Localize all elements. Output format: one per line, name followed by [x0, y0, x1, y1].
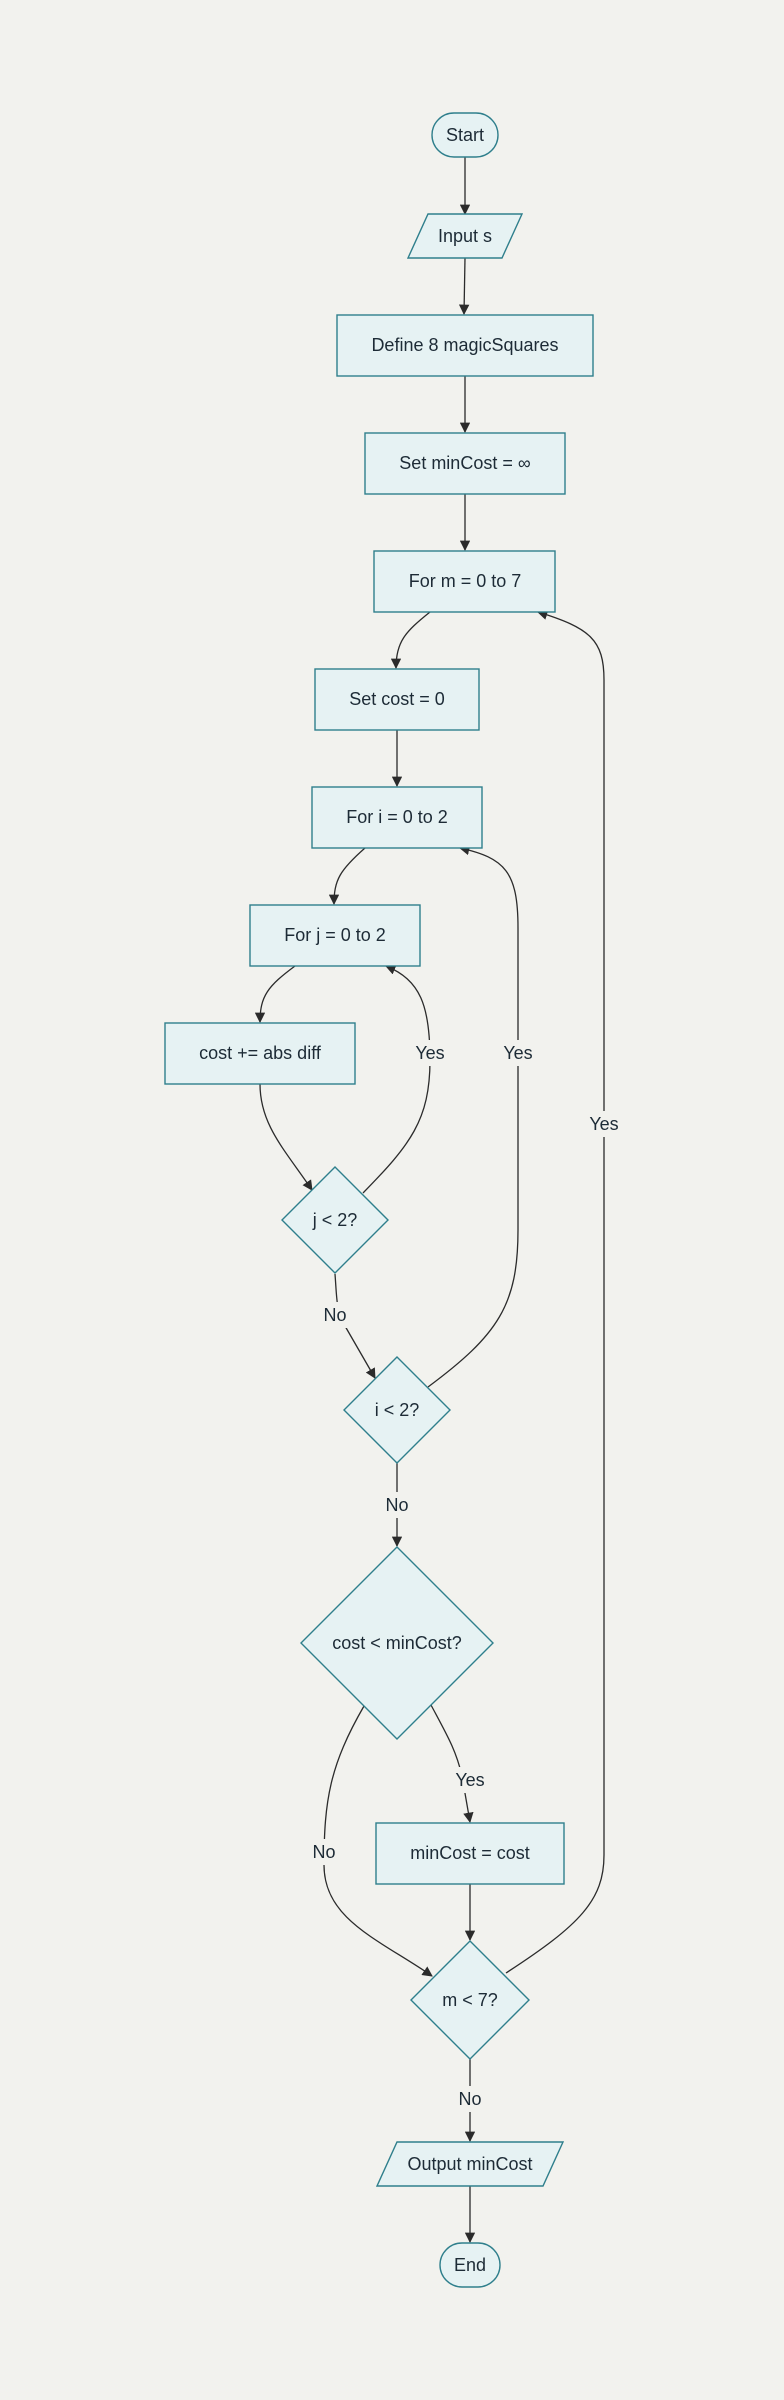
edge-costadd-jcheck — [259, 1083, 313, 1191]
for-i-node: For i = 0 to 2 — [311, 786, 483, 849]
j-check-decision: j < 2? — [281, 1166, 389, 1274]
start-terminal: Start — [431, 112, 499, 158]
nodes: Start Input s Define 8 magicSquares Set … — [164, 112, 594, 2288]
edge-label-m-no: No — [454, 2086, 486, 2112]
set-cost-node: Set cost = 0 — [314, 668, 480, 731]
edge-jcheck-forj-yes — [362, 964, 431, 1194]
for-j-label: For j = 0 to 2 — [284, 925, 386, 945]
edge-costcheck-minassign-yes — [430, 1704, 474, 1824]
set-mincost-label: Set minCost = ∞ — [399, 453, 531, 473]
edge-label-text: Yes — [503, 1043, 532, 1063]
input-label: Input s — [438, 226, 492, 246]
for-m-label: For m = 0 to 7 — [409, 571, 522, 591]
edge-label-text: Yes — [455, 1770, 484, 1790]
i-check-label: i < 2? — [375, 1400, 420, 1420]
start-label: Start — [446, 125, 484, 145]
edge-label-cost-yes: Yes — [450, 1767, 490, 1793]
j-check-label: j < 2? — [312, 1210, 358, 1230]
edge-costcheck-mcheck-no — [323, 1705, 433, 1977]
edge-label-text: No — [385, 1495, 408, 1515]
edge-label-text: No — [323, 1305, 346, 1325]
cost-add-label: cost += abs diff — [199, 1043, 322, 1063]
set-mincost-node: Set minCost = ∞ — [364, 432, 566, 495]
edge-labels: Yes Yes Yes No No Yes No No — [308, 1040, 624, 2112]
define-squares-label: Define 8 magicSquares — [371, 335, 558, 355]
input-node: Input s — [406, 213, 524, 259]
end-terminal: End — [439, 2242, 501, 2288]
for-i-label: For i = 0 to 2 — [346, 807, 448, 827]
edge-label-m-yes: Yes — [584, 1111, 624, 1137]
edge-label-text: Yes — [415, 1043, 444, 1063]
edge-label-j-no: No — [319, 1302, 351, 1328]
edge-label-i-yes: Yes — [498, 1040, 538, 1066]
i-check-decision: i < 2? — [343, 1356, 451, 1464]
edge-label-text: No — [312, 1842, 335, 1862]
edge-label-j-yes: Yes — [410, 1040, 450, 1066]
edge-forj-costadd — [254, 965, 296, 1024]
output-label: Output minCost — [407, 2154, 532, 2174]
edge-label-text: Yes — [589, 1114, 618, 1134]
for-j-node: For j = 0 to 2 — [249, 904, 421, 967]
edge-form-setcost — [390, 611, 431, 670]
m-check-decision: m < 7? — [410, 1940, 530, 2060]
edge-mcheck-form-yes — [505, 609, 605, 1974]
cost-check-decision: cost < minCost? — [300, 1546, 494, 1740]
edge-label-i-no: No — [381, 1492, 413, 1518]
edge-icheck-fori-yes — [427, 844, 519, 1388]
cost-check-label: cost < minCost? — [332, 1633, 462, 1653]
m-check-label: m < 7? — [442, 1990, 498, 2010]
for-m-node: For m = 0 to 7 — [373, 550, 556, 613]
end-label: End — [454, 2255, 486, 2275]
define-squares-node: Define 8 magicSquares — [336, 314, 594, 377]
edge-fori-forj — [328, 847, 366, 906]
edge-input-define — [458, 257, 470, 316]
cost-add-node: cost += abs diff — [164, 1022, 356, 1085]
edge-label-text: No — [458, 2089, 481, 2109]
output-node: Output minCost — [375, 2141, 565, 2187]
min-assign-label: minCost = cost — [410, 1843, 530, 1863]
min-assign-node: minCost = cost — [375, 1822, 565, 1885]
edge-label-cost-no: No — [308, 1839, 340, 1865]
set-cost-label: Set cost = 0 — [349, 689, 445, 709]
